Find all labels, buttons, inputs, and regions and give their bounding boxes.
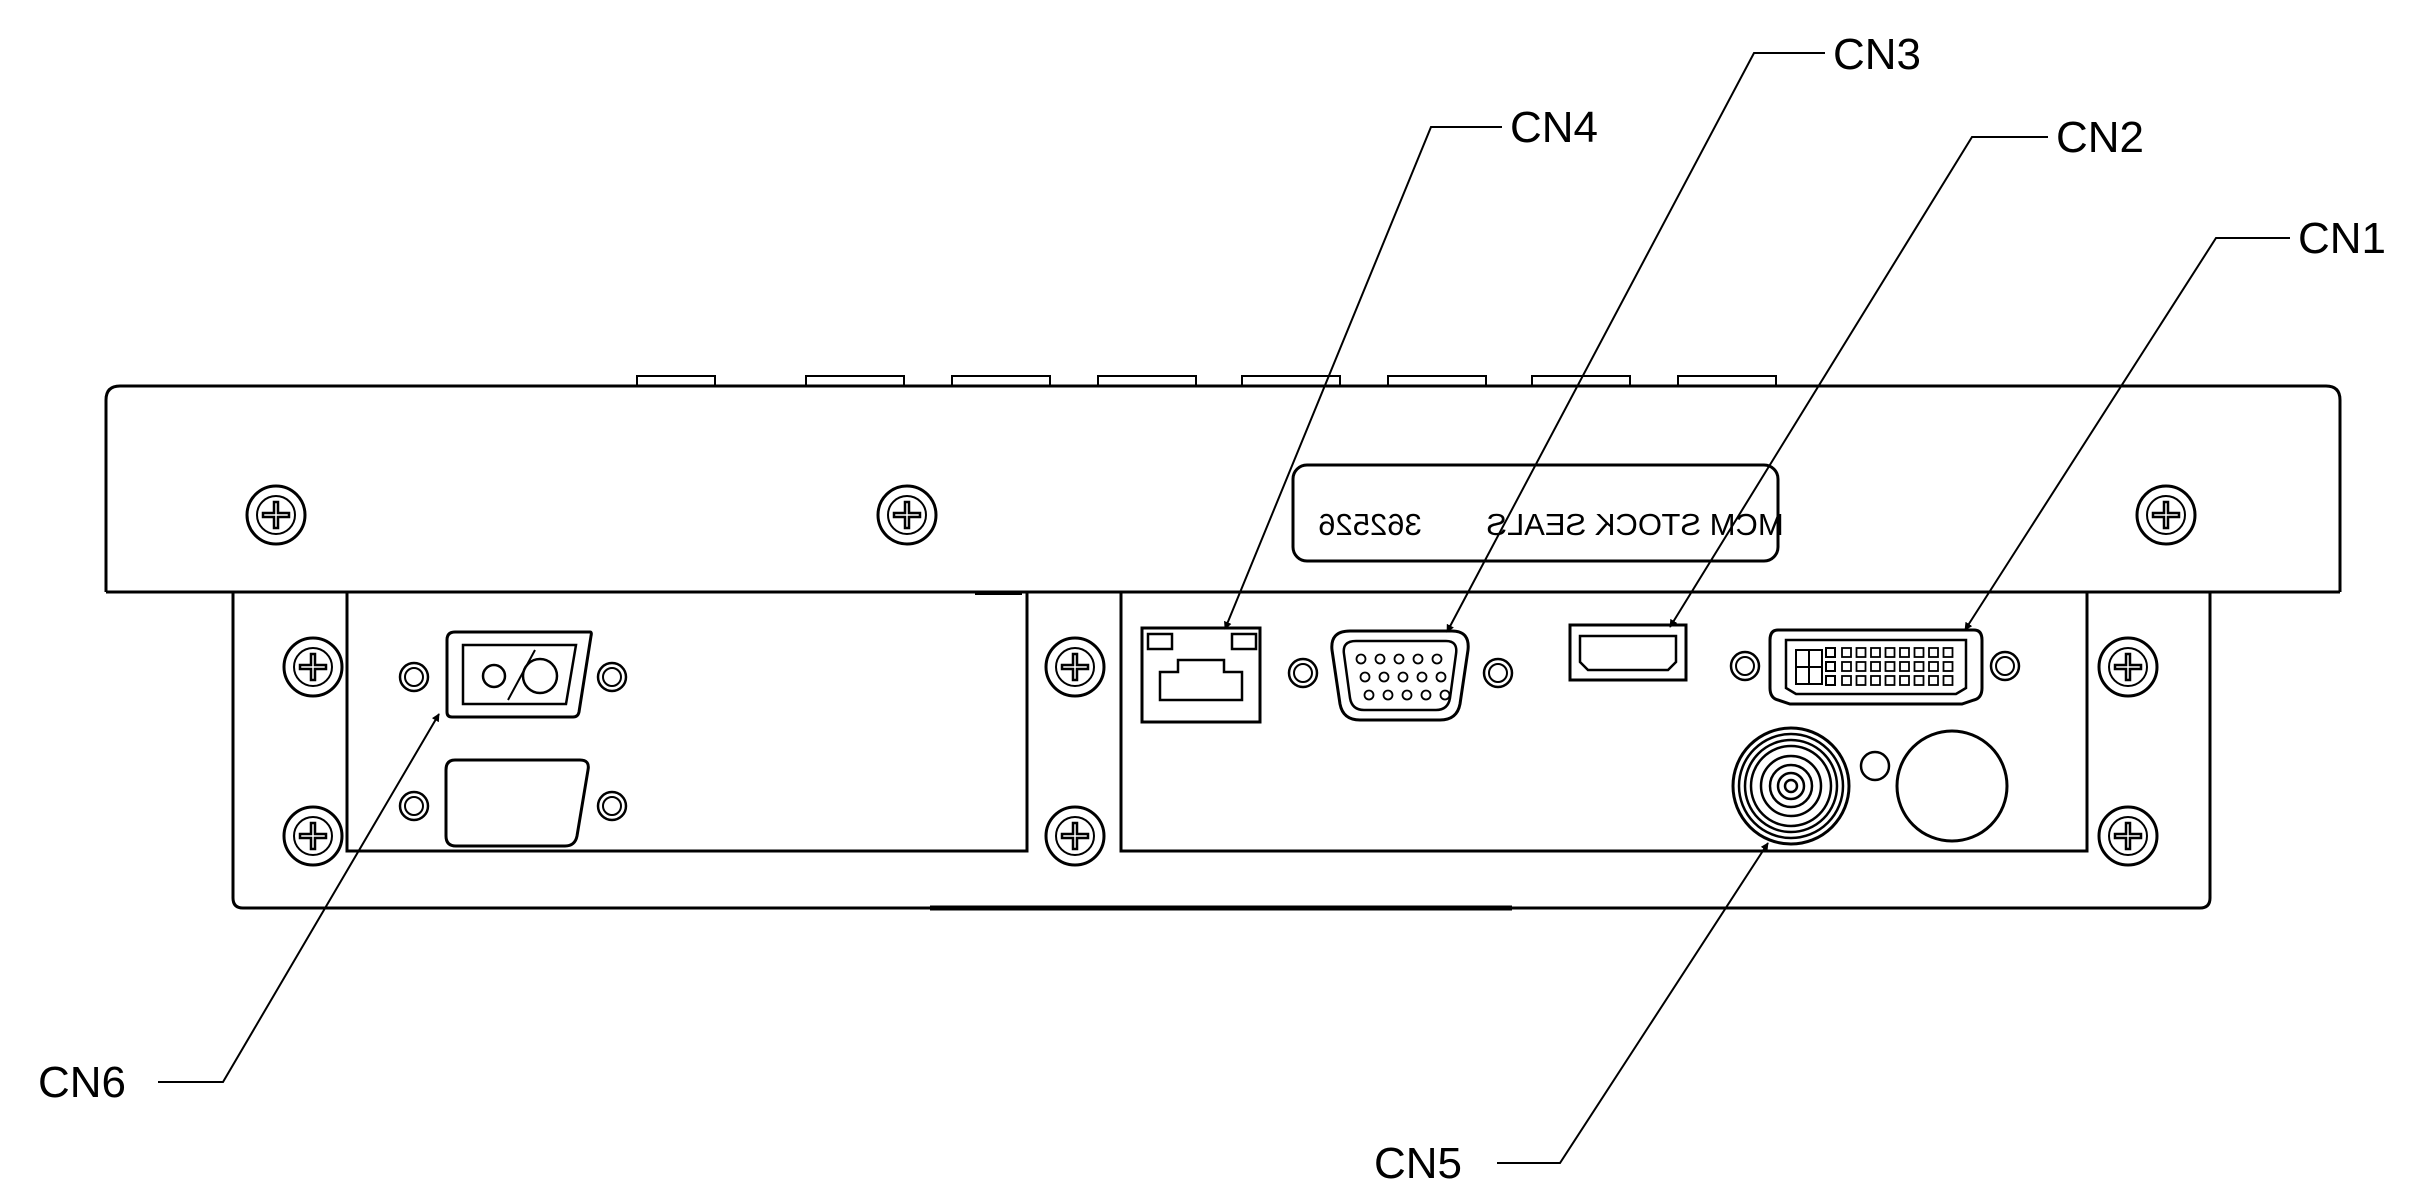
dvi-pin (1884, 675, 1896, 686)
cn2-label: CN2 (2056, 113, 2144, 162)
dvi-pin (1928, 647, 1939, 658)
dvi-pin (1841, 647, 1852, 658)
cn1-label: CN1 (2298, 214, 2386, 263)
upper-screw-left-icon (245, 484, 307, 546)
label-maker-text: MCM STOCK SEALS (1486, 507, 1783, 542)
upper-screw-mid-icon (876, 484, 938, 546)
leader-lines (158, 52, 2290, 1164)
dvi-pin (1899, 647, 1910, 658)
upper-plate (104, 384, 2342, 592)
cn5-bnc-connector (1731, 726, 1851, 846)
dvi-pin (1913, 675, 1925, 686)
dvi-pin (1899, 675, 1910, 686)
dvi-pin (1870, 661, 1881, 672)
dvi-pin (1913, 647, 1925, 658)
cn2-leader (1669, 136, 2048, 628)
cn3-label: CN3 (1833, 30, 1921, 79)
cn4-rj45-connector (1140, 626, 1262, 724)
lower-screw-top-center-icon (1044, 636, 1106, 698)
lower-screw-bottom-center-icon (1044, 805, 1106, 867)
cn5-label: CN5 (1374, 1139, 1462, 1182)
cn6-leader (158, 713, 440, 1083)
cn6-power-connector (398, 630, 628, 719)
dvi-pin (1841, 661, 1852, 672)
blank-d-cover (398, 758, 628, 848)
upper-screw-right-icon (2135, 484, 2197, 546)
cn4-leader (1224, 126, 1502, 630)
cn3-leader (1446, 52, 1825, 633)
status-led (1859, 750, 1891, 782)
dvi-pin (1942, 647, 1954, 658)
lower-screw-top-left-icon (282, 636, 344, 698)
dvi-pin (1855, 647, 1867, 658)
cn2-hdmi-connector (1568, 623, 1688, 682)
cn1-dvi-connector (1729, 628, 2021, 706)
dvi-pin (1942, 675, 1954, 686)
dvi-pin (1928, 675, 1939, 686)
dvi-pin (1841, 675, 1852, 686)
dvi-pin (1884, 647, 1896, 658)
lower-screw-bottom-left-icon (282, 805, 344, 867)
dvi-pin (1870, 647, 1881, 658)
dvi-pin (1899, 661, 1910, 672)
dvi-pin (1913, 661, 1925, 672)
left-module (345, 590, 1029, 853)
dvi-pin (1928, 661, 1939, 672)
right-module (1119, 590, 2089, 853)
dvi-pin (1884, 661, 1896, 672)
dvi-pin (1870, 675, 1881, 686)
cn6-label: CN6 (38, 1058, 126, 1107)
cn5-leader (1497, 842, 1769, 1164)
lower-screw-top-right-icon (2097, 636, 2159, 698)
dvi-pin (1942, 661, 1954, 672)
label-part-number: 362526 (1318, 507, 1421, 542)
dvi-pin (1855, 675, 1867, 686)
cn3-vga-connector (1287, 629, 1514, 722)
round-cover (1895, 729, 2009, 843)
cn4-label: CN4 (1510, 103, 1598, 152)
cn1-leader (1964, 237, 2290, 631)
lower-screw-bottom-right-icon (2097, 805, 2159, 867)
dvi-pin (1855, 661, 1867, 672)
